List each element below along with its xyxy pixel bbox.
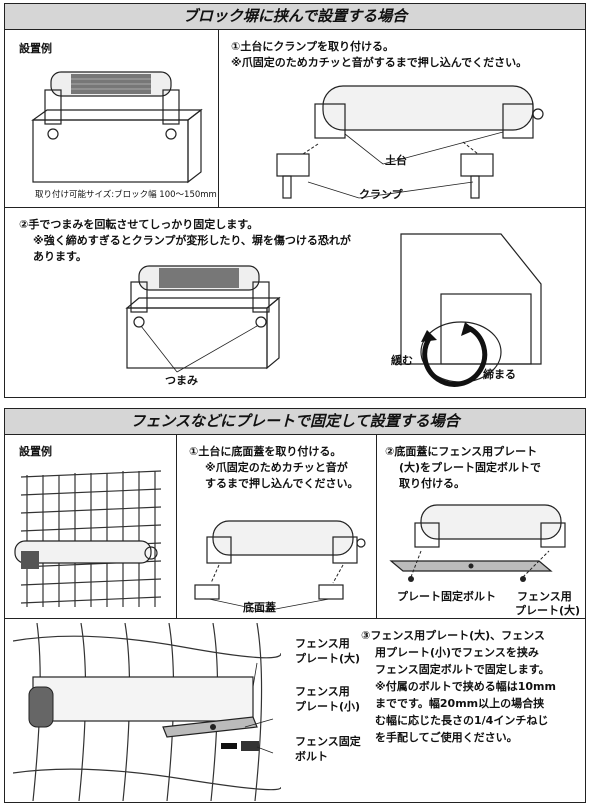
step3-bolt-label-1: フェンス固定 <box>295 735 361 748</box>
block-wall-illustration <box>31 71 203 184</box>
step3-line-4: ※付属のボルトで挟める幅は10mm <box>375 680 556 693</box>
step3-line-7: を手配してご使用ください。 <box>375 731 518 744</box>
step1-line-2: ※爪固定のためカチッと音が <box>205 461 348 474</box>
clamp-illustration <box>276 85 544 199</box>
fence-example-illustration <box>14 470 162 607</box>
step3-line-5: までです。幅20mm以上の場合挟 <box>375 697 545 710</box>
bottom-cover-illustration <box>194 520 366 612</box>
fence-clamp-illustration <box>13 623 281 801</box>
plate-large-label-1: フェンス用 <box>517 590 572 603</box>
knob-illustration <box>125 265 281 373</box>
plate-illustration <box>389 504 566 582</box>
bottom-cover-label: 底面蓋 <box>243 601 276 614</box>
step1-line-2: ※爪固定のためカチッと音がするまで押し込んでください。 <box>231 56 528 69</box>
step3-line-1: ③フェンス用プレート(大)、フェンス <box>361 629 545 642</box>
example-cell: 設置例 <box>5 435 177 619</box>
section-title: ブロック塀に挟んで設置する場合 <box>5 4 585 30</box>
step1-line-1: ①土台に底面蓋を取り付ける。 <box>189 445 342 458</box>
step2-cell: ②手でつまみを回転させてしっかり固定します。 ※強く締めすぎるとクランプが変形し… <box>5 208 585 397</box>
plate-bolt-label: プレート固定ボルト <box>397 590 496 603</box>
loosen-label: 緩む <box>391 354 413 367</box>
step3-cell: フェンス用 プレート(大) フェンス用 プレート(小) フェンス固定 ボルト ③… <box>5 619 585 802</box>
step1-line-3: するまで押し込んでください。 <box>205 477 359 490</box>
section-title: フェンスなどにプレートで固定して設置する場合 <box>5 409 585 435</box>
step3-large-label-1: フェンス用 <box>295 637 350 650</box>
step3-line-2: 用プレート(小)でフェンスを挟み <box>375 646 539 659</box>
section-fence-plate: フェンスなどにプレートで固定して設置する場合 設置例 ①土台に底面蓋を取り付ける… <box>4 408 586 803</box>
tighten-label: 締まる <box>483 368 516 381</box>
knob-closeup-illustration <box>400 233 542 387</box>
step2-line-3: あります。 <box>33 250 87 263</box>
step3-bolt-label-2: ボルト <box>295 750 328 763</box>
step2-line-2: ※強く締めすぎるとクランプが変形したり、塀を傷つける恐れが <box>33 234 351 247</box>
step3-line-3: フェンス固定ボルトで固定します。 <box>375 663 550 676</box>
example-cell: 設置例 取り付け可能サイズ:ブロック幅 100～150mm <box>5 30 219 208</box>
step2-line-3: 取り付ける。 <box>399 477 465 490</box>
knob-label: つまみ <box>165 374 198 387</box>
step2-cell: ②底面蓋にフェンス用プレート (大)をプレート固定ボルトで 取り付ける。 プレー… <box>377 435 585 619</box>
example-heading: 設置例 <box>19 42 52 55</box>
clamp-label: クランプ <box>359 188 403 201</box>
step2-line-1: ②底面蓋にフェンス用プレート <box>385 445 538 458</box>
section-block-wall: ブロック塀に挟んで設置する場合 設置例 取り付け可能サイズ:ブロック幅 100～… <box>4 3 586 398</box>
step3-large-label-2: プレート(大) <box>295 652 361 665</box>
step3-small-label-1: フェンス用 <box>295 685 350 698</box>
step3-small-label-2: プレート(小) <box>295 700 361 713</box>
example-heading: 設置例 <box>19 445 52 458</box>
plate-large-label-2: プレート(大) <box>515 604 581 617</box>
size-caption: 取り付け可能サイズ:ブロック幅 100～150mm <box>35 190 217 200</box>
step2-line-1: ②手でつまみを回転させてしっかり固定します。 <box>19 218 259 231</box>
step1-cell: ①土台に底面蓋を取り付ける。 ※爪固定のためカチッと音が するまで押し込んでくだ… <box>177 435 377 619</box>
base-label: 土台 <box>385 154 407 167</box>
step1-cell: ①土台にクランプを取り付ける。 ※爪固定のためカチッと音がするまで押し込んでくだ… <box>219 30 585 208</box>
step3-line-6: む幅に応じた長さの1/4インチねじ <box>375 714 549 727</box>
step2-line-2: (大)をプレート固定ボルトで <box>399 461 542 474</box>
step1-line-1: ①土台にクランプを取り付ける。 <box>231 40 394 53</box>
